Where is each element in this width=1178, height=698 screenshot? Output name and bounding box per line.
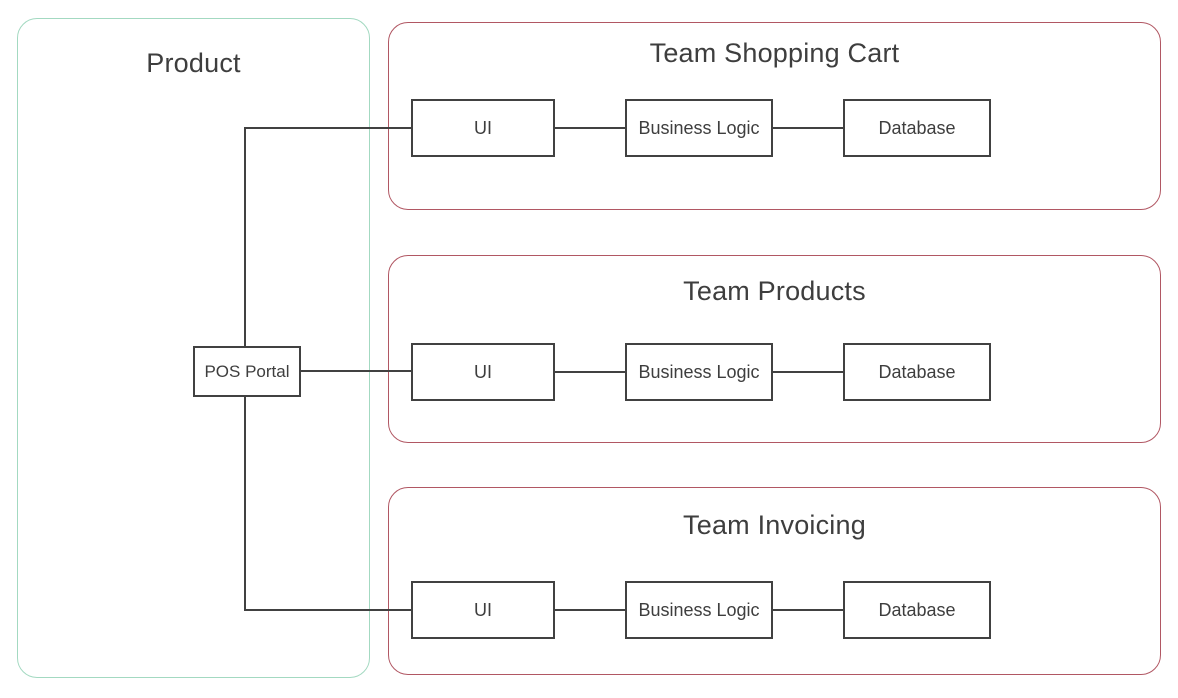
node-pos-portal: POS Portal bbox=[193, 346, 301, 397]
node-products-ui: UI bbox=[411, 343, 555, 401]
team-products-group-outline bbox=[388, 255, 1161, 443]
connector-portal-to-shopping-cart-ui bbox=[244, 127, 411, 129]
connector-portal-to-products-ui bbox=[300, 370, 411, 372]
node-invoicing-ui: UI bbox=[411, 581, 555, 639]
product-group-outline bbox=[17, 18, 370, 678]
connector-products-logic-to-database bbox=[773, 371, 843, 373]
connector-products-ui-to-logic bbox=[555, 371, 625, 373]
node-products-business-logic: Business Logic bbox=[625, 343, 773, 401]
connector-shopping-cart-ui-to-logic bbox=[555, 127, 625, 129]
product-group-title: Product bbox=[146, 48, 241, 78]
connector-shopping-cart-logic-to-database bbox=[773, 127, 843, 129]
team-invoicing-group-outline bbox=[388, 487, 1161, 675]
connector-invoicing-ui-to-logic bbox=[555, 609, 625, 611]
connector-portal-to-invoicing-ui bbox=[244, 609, 411, 611]
connector-invoicing-logic-to-database bbox=[773, 609, 843, 611]
node-shopping-cart-database: Database bbox=[843, 99, 991, 157]
team-products-title: Team Products bbox=[683, 276, 866, 306]
team-shopping-cart-title: Team Shopping Cart bbox=[649, 38, 900, 68]
node-invoicing-business-logic: Business Logic bbox=[625, 581, 773, 639]
node-shopping-cart-ui: UI bbox=[411, 99, 555, 157]
team-shopping-cart-group-outline bbox=[388, 22, 1161, 210]
team-invoicing-title: Team Invoicing bbox=[683, 510, 866, 540]
node-invoicing-database: Database bbox=[843, 581, 991, 639]
node-shopping-cart-business-logic: Business Logic bbox=[625, 99, 773, 157]
node-products-database: Database bbox=[843, 343, 991, 401]
